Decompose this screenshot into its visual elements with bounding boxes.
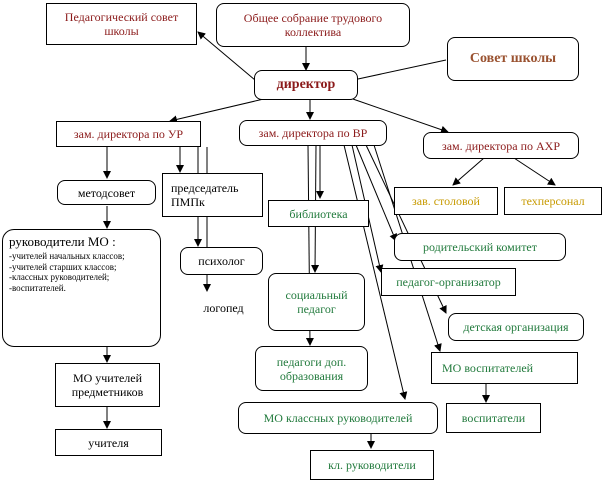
node-pedagogi-dop: педагоги доп. образования [255, 346, 368, 391]
node-direktor: директор [254, 70, 358, 100]
arrow-ahr-tehpersonal [513, 157, 556, 186]
node-socialnyi-pedagog: социальный педагог [268, 273, 365, 331]
node-obshee-sobranie: Общее собрание трудового коллектива [216, 3, 410, 47]
node-rukovoditeli-mo: руководители МО : -учителей начальных кл… [2, 229, 161, 347]
arrow-director-pedsovet [197, 31, 256, 81]
node-zam-ur: зам. директора по УР [56, 121, 201, 147]
node-vospitateli: воспитатели [446, 403, 541, 433]
node-metodsovet: методсовет [57, 180, 156, 205]
mo-block-title: руководители МО : [9, 234, 116, 249]
arrow-vr-roditeli [355, 144, 397, 242]
line-director-sovet [357, 59, 447, 80]
mo-list-item: -учителей старших классов; [9, 261, 117, 272]
node-zam-ahr: зам. директора по АХР [423, 132, 579, 159]
node-psiholog: психолог [180, 247, 263, 275]
node-logoped: логопед [180, 293, 267, 323]
node-mo-uchiteley: МО учителей предметников [55, 363, 160, 407]
mo-list-item: -классных руководителей; [9, 272, 110, 282]
mo-list-item: -учителей начальных классов; [9, 251, 125, 261]
mo-block-list: -учителей начальных классов; -учителей с… [9, 251, 154, 293]
node-detskaya-organizaciya: детская организация [448, 313, 584, 341]
arrow-director-zam-ahr [349, 97, 449, 134]
node-kl-rukovoditeli: кл. руководители [310, 450, 434, 480]
node-biblioteka: библиотека [268, 200, 369, 227]
mo-list-item: -воспитателей. [9, 282, 66, 293]
node-predsedatel-pmpk: председатель ПМПк [162, 173, 263, 217]
node-zav-stolovoy: зав. столовой [394, 187, 498, 215]
node-sovet-shkoly: Совет школы [447, 37, 579, 81]
node-roditelskiy-komitet: родительский комитет [394, 233, 566, 261]
node-tehpersonal: техперсонал [504, 187, 602, 215]
node-uchitelya: учителя [55, 429, 162, 456]
node-mo-vospitateley: МО воспитателей [431, 352, 578, 384]
arrow-director-zam-ur [169, 97, 269, 124]
node-mo-klassnyh: МО классных руководителей [238, 402, 438, 434]
node-zam-vr: зам. директора по ВР [239, 120, 387, 146]
arrow-ahr-stolovaya [452, 157, 485, 186]
arrow-vr-mo-klass [343, 144, 408, 400]
node-pedagog-organizator: педагог-организатор [381, 268, 516, 296]
node-ped-sovet: Педагогический совет школы [46, 3, 197, 45]
